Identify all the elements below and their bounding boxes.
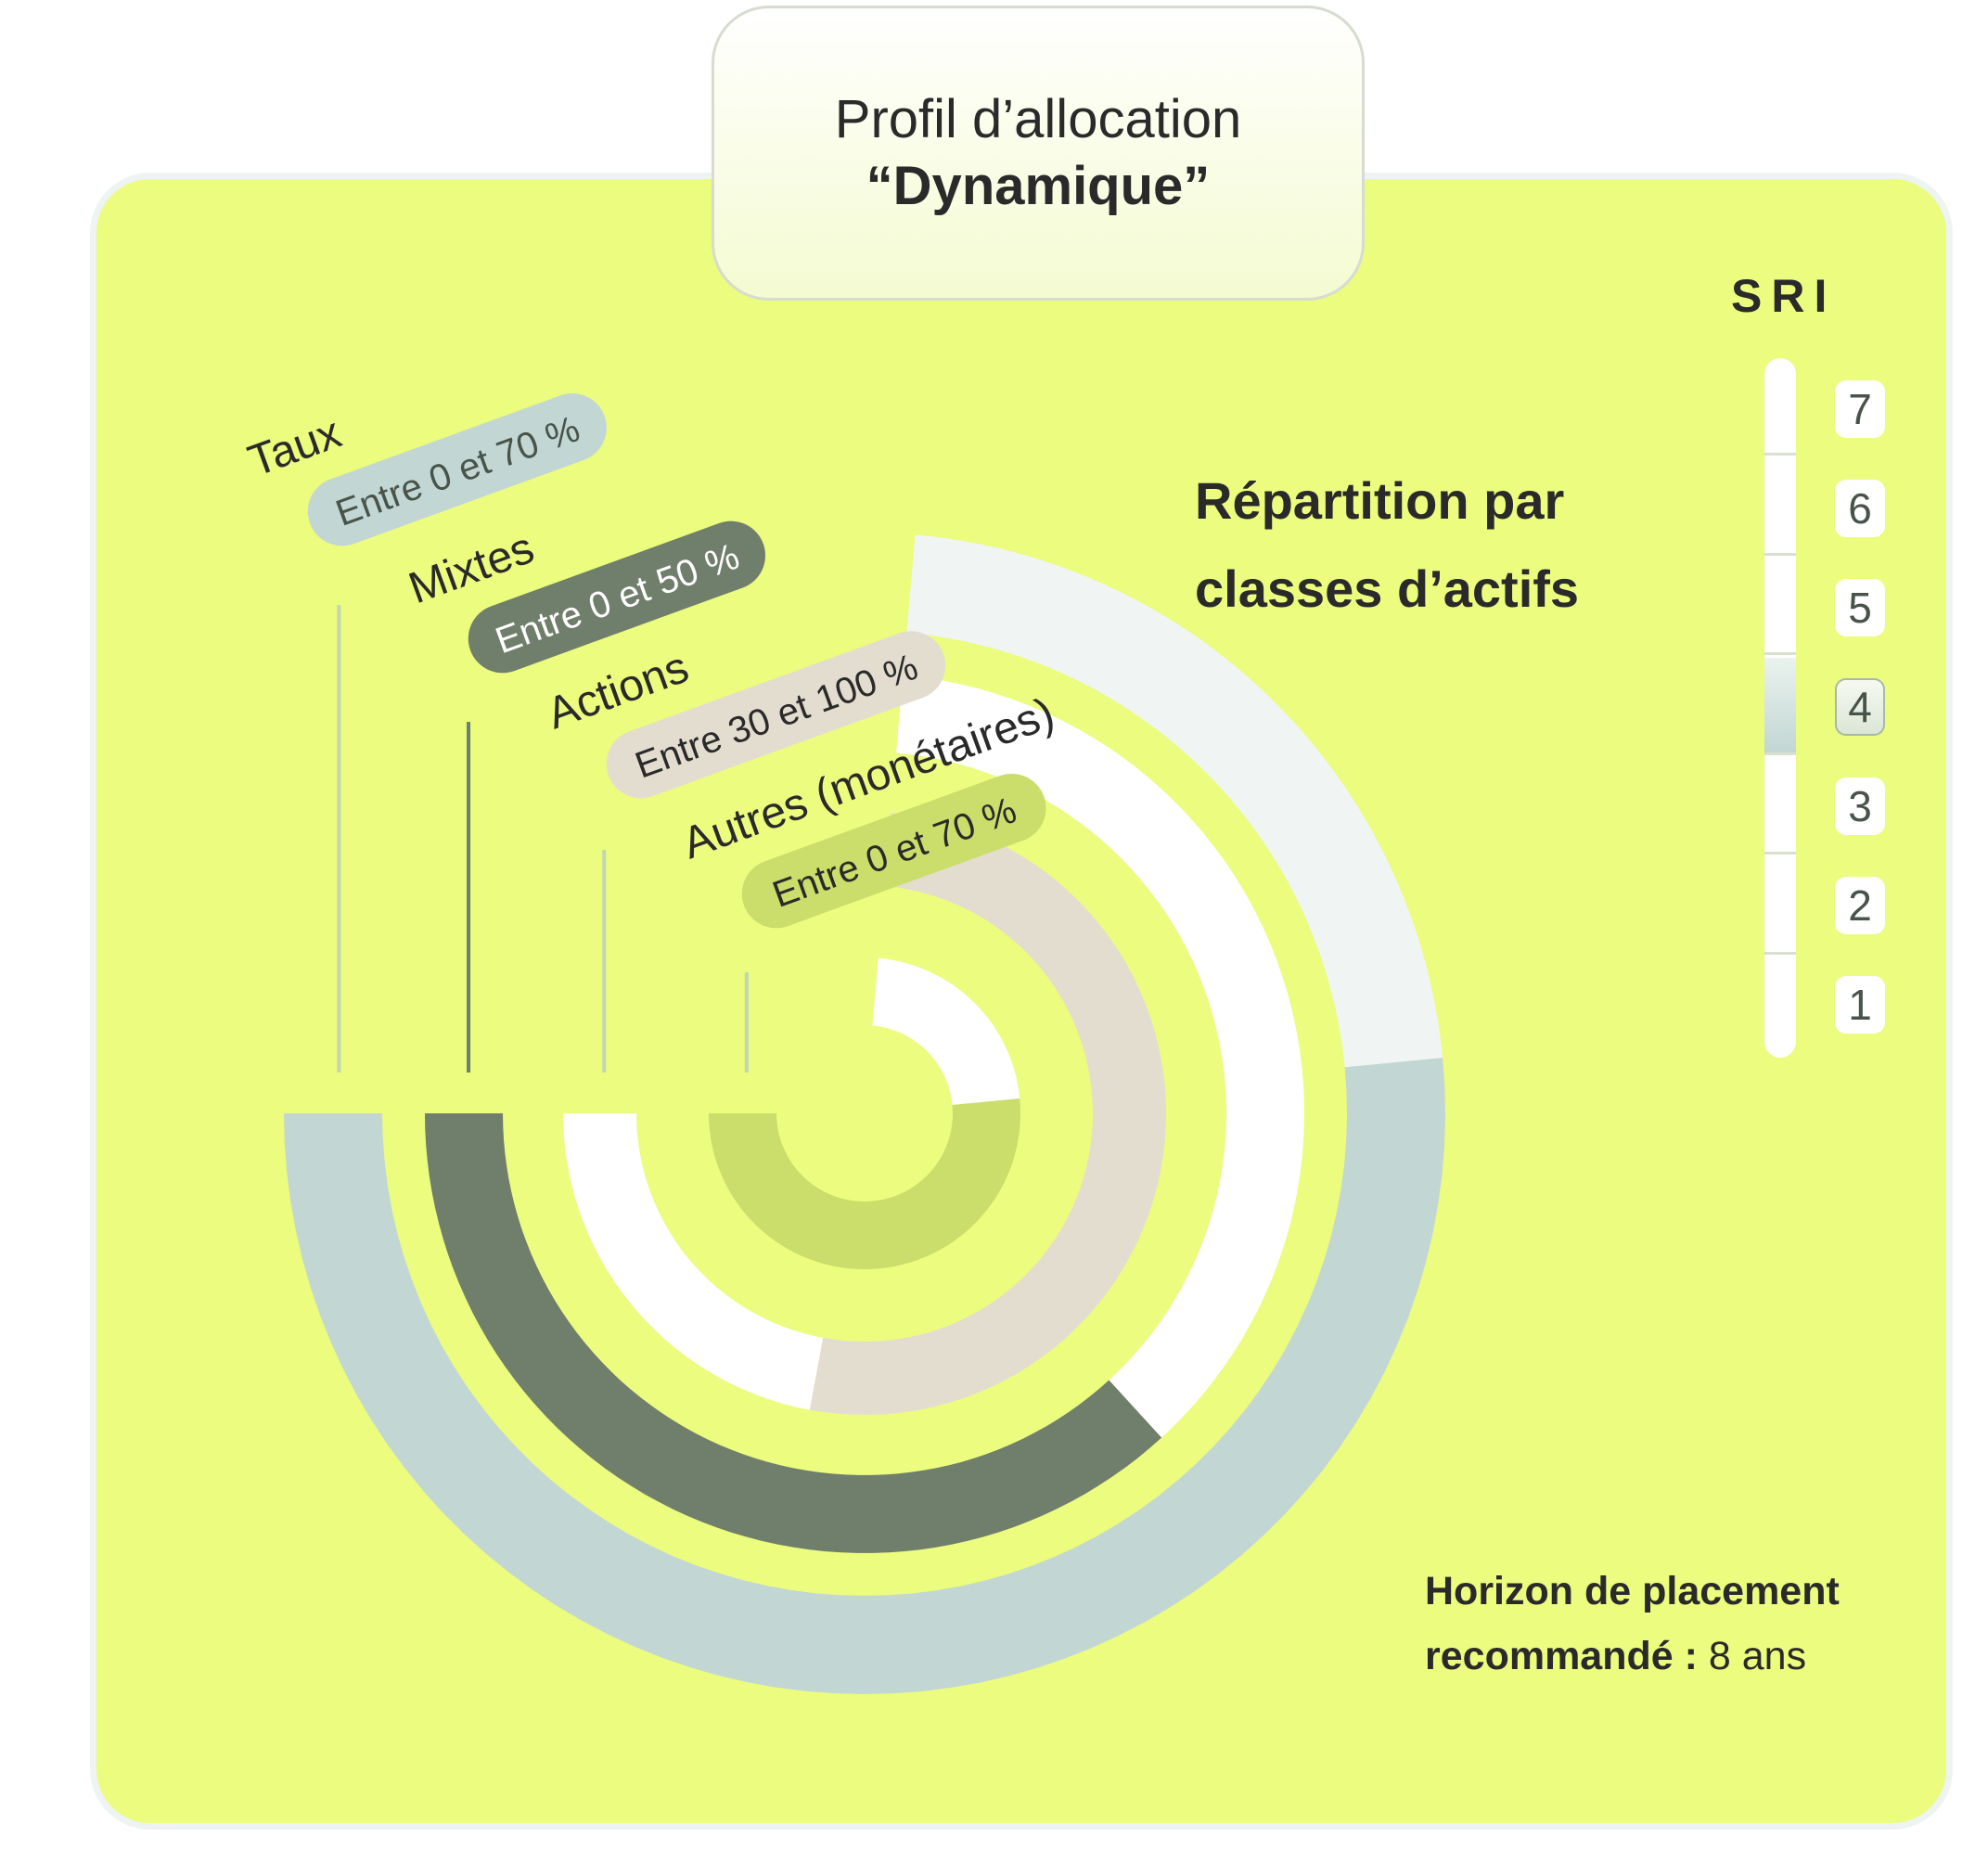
lower-remainder-band-2 bbox=[563, 1113, 824, 1410]
ring-0 bbox=[284, 534, 1445, 1694]
sri-label: SRI bbox=[1731, 270, 1837, 322]
sri-segment-6 bbox=[1764, 458, 1796, 556]
sri-level-3: 3 bbox=[1835, 777, 1885, 835]
sri-segment-4 bbox=[1764, 657, 1796, 755]
horizon-value: 8 ans bbox=[1708, 1634, 1807, 1678]
sri-level-2: 2 bbox=[1835, 877, 1885, 934]
sri-level-7: 7 bbox=[1835, 380, 1885, 438]
title-box: Profil d’allocation “Dynamique” bbox=[712, 6, 1365, 301]
remainder-band-1 bbox=[896, 675, 1304, 1438]
range-band-3 bbox=[709, 1098, 1020, 1269]
range-pill-2 bbox=[606, 631, 946, 799]
horizon-label: Horizon de placement recommandé : bbox=[1425, 1569, 1840, 1678]
chart-subtitle: Répartition par classes d’actifs bbox=[1195, 456, 1677, 633]
sri-level-1: 1 bbox=[1835, 976, 1885, 1034]
sri-segment-3 bbox=[1764, 757, 1796, 854]
sri-level-4: 4 bbox=[1835, 678, 1885, 736]
sri-segment-2 bbox=[1764, 857, 1796, 955]
subtitle-line1: Répartition par bbox=[1195, 471, 1565, 530]
ring-1 bbox=[425, 675, 1304, 1553]
range-band-0 bbox=[284, 1058, 1445, 1694]
sri-segment-7 bbox=[1764, 358, 1796, 456]
series-name-0: Taux bbox=[242, 408, 347, 486]
sri-scale-bar bbox=[1764, 358, 1796, 1058]
range-pill-3 bbox=[741, 773, 1046, 929]
subtitle-line2: classes d’actifs bbox=[1195, 559, 1580, 618]
page-title: Profil d’allocation bbox=[834, 89, 1242, 149]
sri-segment-5 bbox=[1764, 558, 1796, 655]
investment-horizon: Horizon de placement recommandé : 8 ans bbox=[1425, 1559, 1944, 1689]
range-pill-0 bbox=[307, 393, 607, 546]
range-pill-1 bbox=[468, 520, 766, 674]
remainder-band-3 bbox=[872, 957, 1020, 1105]
sri-level-5: 5 bbox=[1835, 579, 1885, 636]
range-band-2 bbox=[809, 813, 1166, 1415]
sri-level-6: 6 bbox=[1835, 480, 1885, 537]
remainder-band-0 bbox=[906, 534, 1443, 1068]
ring-3 bbox=[709, 957, 1020, 1269]
ring-2 bbox=[563, 813, 1166, 1415]
range-band-1 bbox=[425, 1113, 1162, 1553]
profile-name: “Dynamique” bbox=[866, 156, 1211, 216]
